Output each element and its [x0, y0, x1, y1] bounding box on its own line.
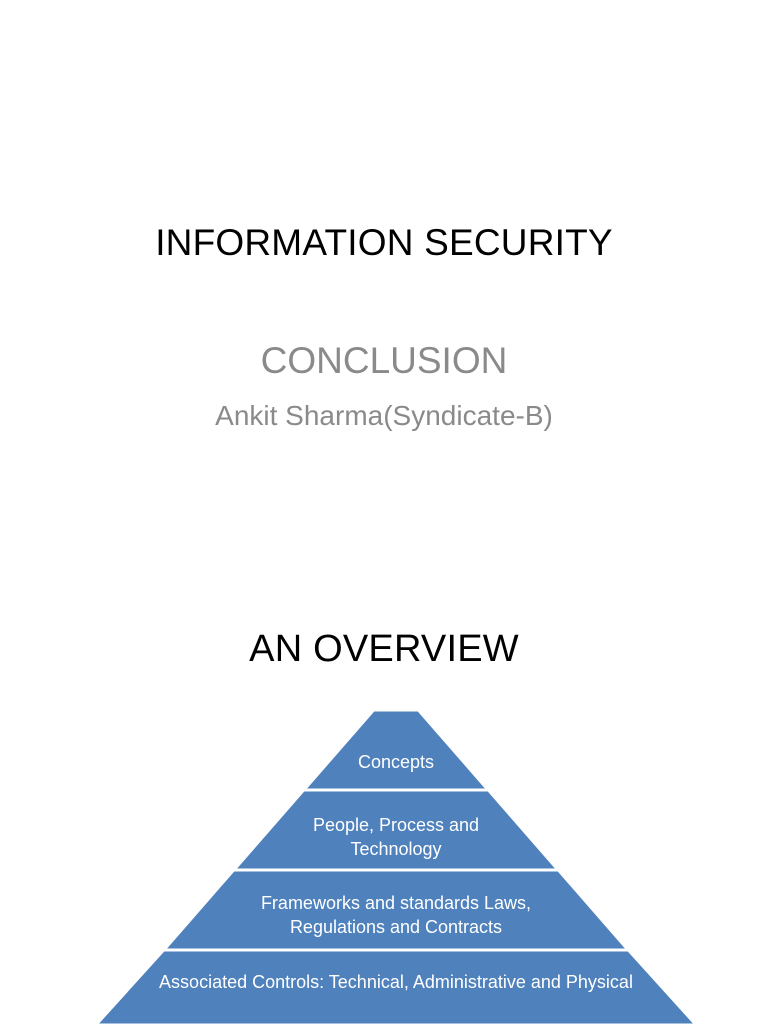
overview-title: AN OVERVIEW [249, 628, 519, 670]
slide-subtitle: CONCLUSION [260, 340, 508, 381]
author-name: Ankit Sharma(Syndicate-B) [215, 400, 553, 431]
slide-title: INFORMATION SECURITY [155, 222, 613, 263]
pyramid-tier-2-label: People, Process and Technology [312, 815, 480, 859]
title-slide: INFORMATION SECURITY CONCLUSION Ankit Sh… [155, 222, 613, 431]
pyramid-tier-4-label: Associated Controls: Technical, Administ… [159, 972, 633, 992]
pyramid-tier-3 [164, 870, 628, 950]
pyramid-svg [97, 710, 695, 1024]
pyramid-tier-2 [234, 790, 558, 870]
pyramid-tier-1-label: Concepts [357, 752, 435, 772]
pyramid-tier-4 [97, 950, 695, 1024]
pyramid-tier-3-label: Frameworks and standards Laws, Regulatio… [260, 893, 532, 937]
pyramid-tier-1 [304, 710, 488, 790]
overview-slide: AN OVERVIEW Concepts People, Process and… [0, 540, 768, 1024]
pyramid-diagram: Concepts People, Process and Technology … [0, 540, 768, 1024]
